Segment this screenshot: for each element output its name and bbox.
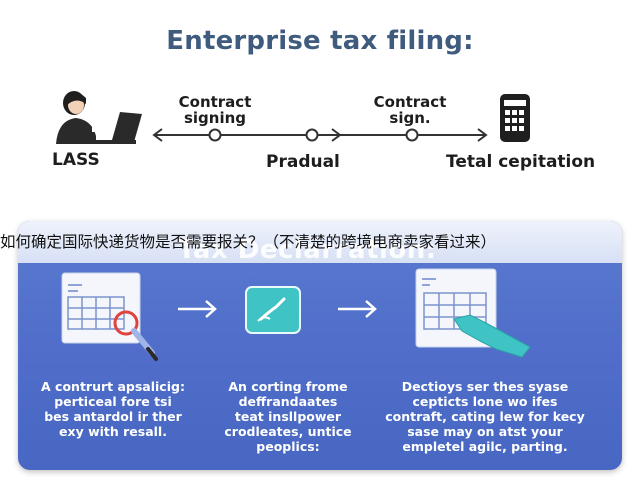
panel-heading: Tax Declarration: [178, 235, 437, 265]
timeline-node-3 [405, 128, 419, 142]
timeline-graphics [56, 91, 530, 144]
panel-graphics [61, 268, 531, 361]
overlay-caption: 如何确定国际快递货物是否需要报关？（不清楚的跨境电商卖家看过来） [0, 233, 497, 251]
endpoint-label-middle: Pradual [266, 152, 340, 172]
teal-signature-icon [245, 286, 301, 334]
timeline-node-2 [305, 128, 319, 142]
timeline-node-1 [208, 128, 222, 142]
timeline: Contract signing Contract sign. LASS Pra… [0, 80, 640, 190]
endpoint-label-right: Tetal cepitation [446, 152, 596, 172]
panel-caption-2: An corting frome deffrandaates teat insl… [224, 379, 352, 454]
stage-label-contract-signing: Contract signing [178, 93, 252, 127]
arrow-right-icon [338, 300, 377, 318]
endpoint-label-left: LASS [52, 150, 100, 170]
panel-caption-3: Dectioys ser thes syase cepticts lone wo… [385, 379, 585, 454]
panel-caption-1: A contrurt apsalicig: perticeal fore tsi… [41, 379, 185, 439]
calculator-icon [500, 94, 530, 142]
document-magnifier-icon [61, 272, 158, 361]
stage-label-contract-sign: Contract sign. [373, 93, 447, 127]
tax-declaration-panel: Tax Declarration: [18, 221, 622, 470]
timeline-arrows [152, 128, 488, 142]
document-hand-icon [415, 268, 531, 358]
person-laptop-icon [56, 91, 142, 144]
diagram-title: Enterprise tax filing: [166, 26, 474, 56]
panel-top-strip [18, 221, 622, 263]
arrow-right-icon [178, 300, 217, 318]
